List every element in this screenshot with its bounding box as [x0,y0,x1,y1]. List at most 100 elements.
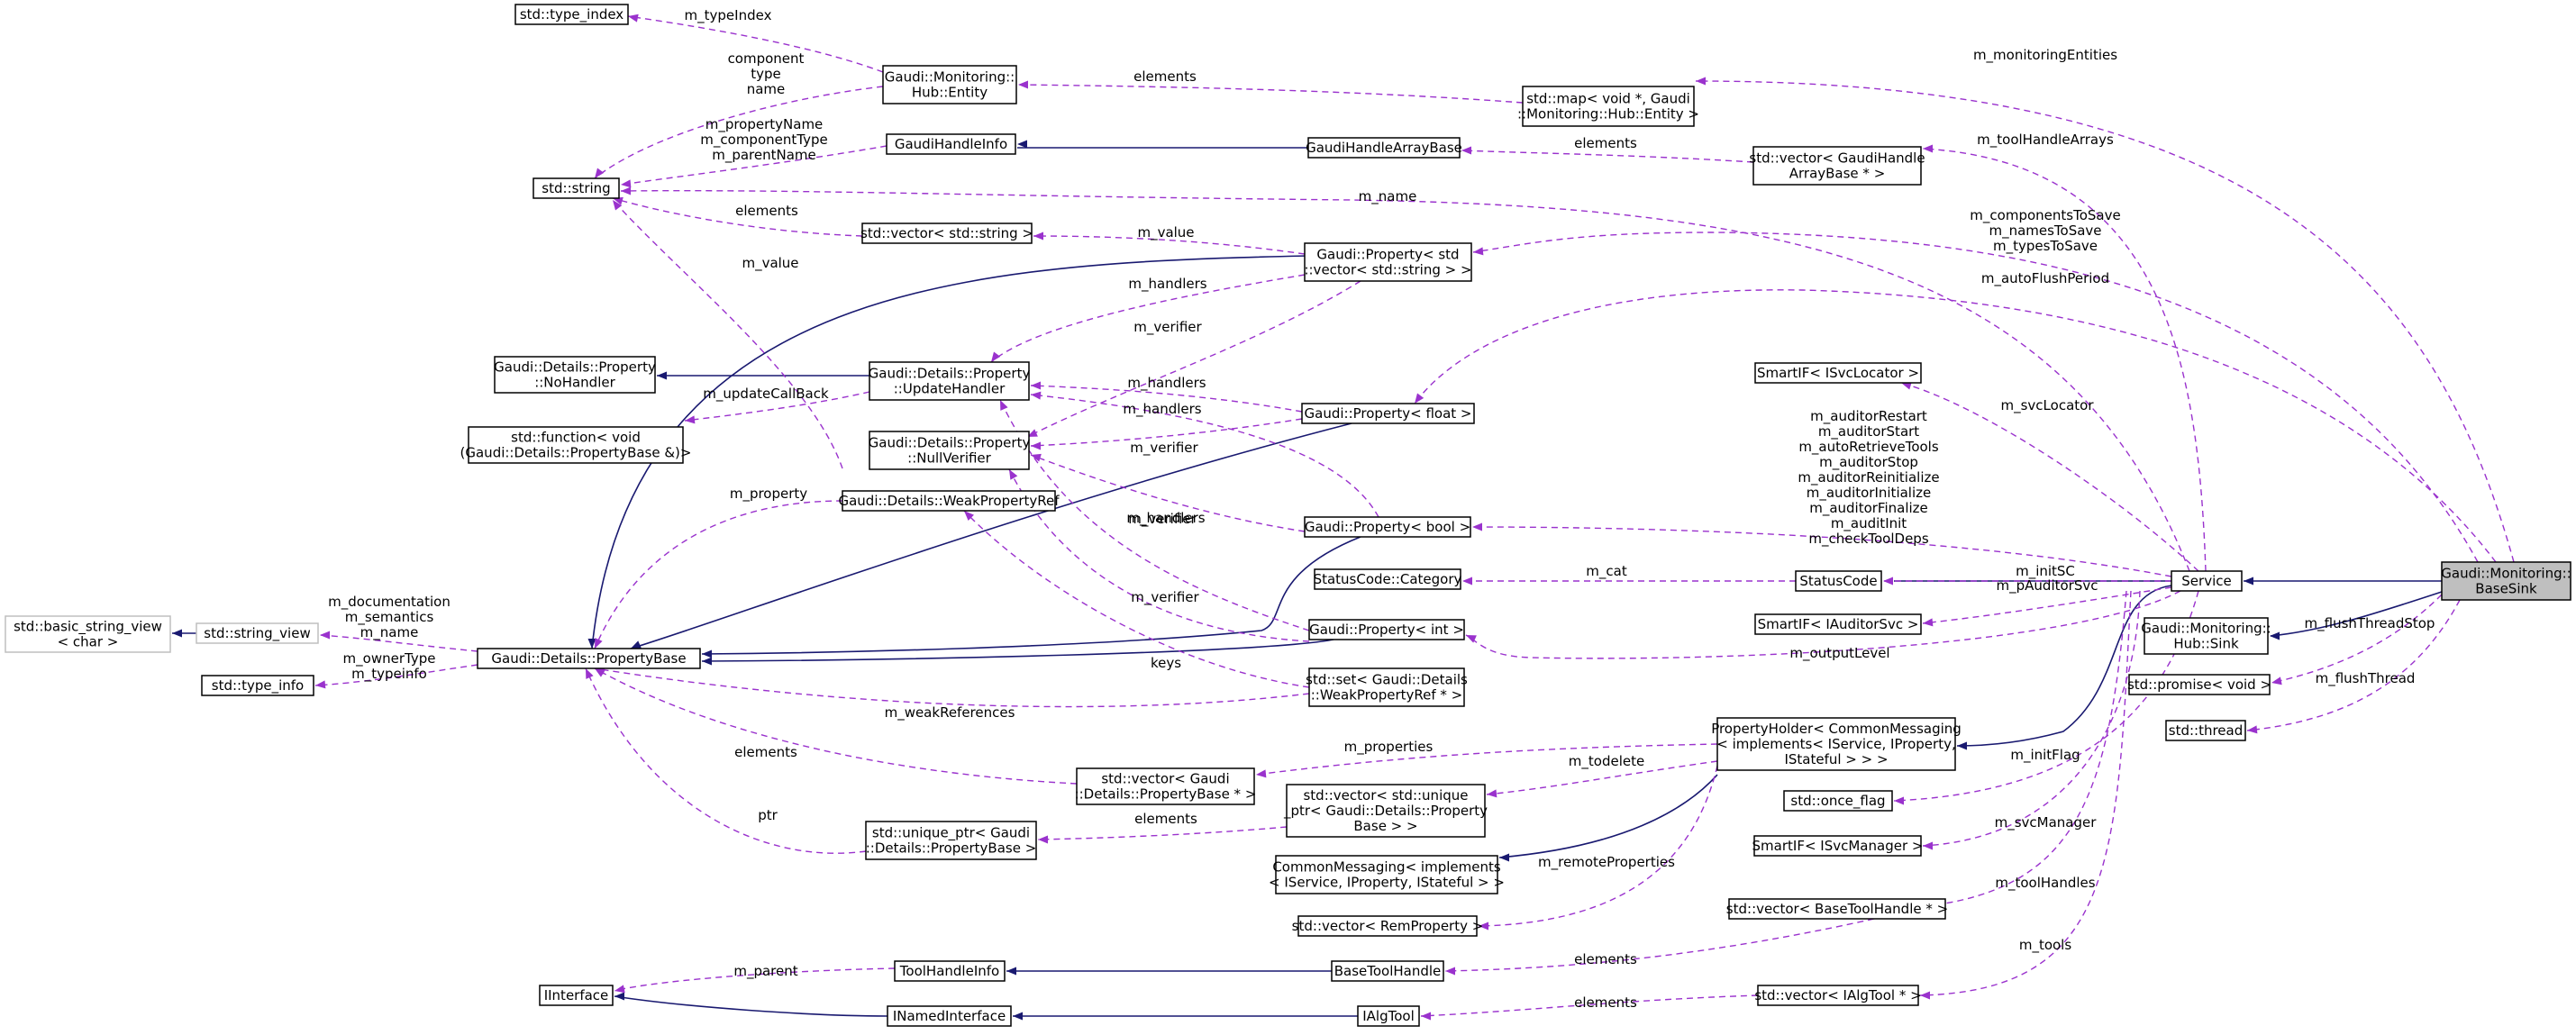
class-node-status-category[interactable]: StatusCode::Category [1314,568,1462,590]
inheritance-edge-inheritance-5 [591,254,1359,649]
class-node-handle-array-base[interactable]: GaudiHandleArrayBase [1306,137,1462,159]
edge-label-m-toolHandles: m_toolHandles [1995,875,2095,892]
class-node-vec-handle-array[interactable]: std::vector< GaudiHandleArrayBase * > [1749,146,1925,186]
class-node-std-function[interactable]: std::function< void(Gaudi::Details::Prop… [460,426,692,464]
class-node-vec-string[interactable]: std::vector< std::string > [860,222,1033,244]
class-node-map[interactable]: std::map< void *, Gaudi::Monitoring::Hub… [1517,86,1699,127]
class-node-base-sink[interactable]: Gaudi::Monitoring::BaseSink [2441,561,2571,601]
usage-edge-m-svcManager [1922,590,2141,847]
usage-edge-elements-unique [1037,826,1288,840]
node-label: CommonMessaging< implements [1272,859,1501,876]
node-box [1297,915,1478,937]
class-node-hub-sink[interactable]: Gaudi::Monitoring::Hub::Sink [2141,617,2271,655]
edge-label-auditor-flags: m_auditorRestart [1810,408,1927,425]
class-node-tool-handle-info[interactable]: ToolHandleInfo [894,960,1006,982]
usage-arrowhead-m-handlers-4 [1000,400,1008,411]
node-label: ::NoHandler [534,375,615,391]
class-node-property-holder[interactable]: PropertyHolder< CommonMessaging< impleme… [1711,717,1962,771]
node-label: ::Details::PropertyBase > [866,840,1037,857]
class-node-service[interactable]: Service [2171,570,2243,592]
class-node-handle-info[interactable]: GaudiHandleInfo [886,133,1016,155]
class-node-update-handler[interactable]: Gaudi::Details::Property::UpdateHandler [869,361,1031,401]
class-node-null-verifier[interactable]: Gaudi::Details::Property::NullVerifier [869,431,1031,470]
edge-label-auditor-flags: m_auditorFinalize [1809,500,1928,517]
node-box [2128,674,2271,695]
class-node-vec-unique[interactable]: std::vector< std::unique_ptr< Gaudi::Det… [1283,784,1488,838]
class-node-prop-vec-string[interactable]: Gaudi::Property< std::vector< std::strin… [1304,242,1472,282]
usage-arrowhead-m-typeIndex [628,14,639,23]
inheritance-edge-inheritance-10 [1498,774,1718,858]
edge-label-entity-strings: type [751,66,781,82]
usage-edge-keys [963,510,1310,688]
usage-edge-string-view-names [319,634,478,652]
edge-label-m-initFlag: m_initFlag [2010,747,2080,764]
class-node-base-tool-handle[interactable]: BaseToolHandle [1331,960,1444,982]
class-node-iinterface[interactable]: IInterface [539,985,614,1006]
class-node-weak-ref[interactable]: Gaudi::Details::WeakPropertyRef [838,490,1060,512]
class-node-vec-tool-handle[interactable]: std::vector< BaseToolHandle * > [1726,898,1948,920]
usage-arrowhead-m-verifier-1 [1027,429,1038,437]
class-node-smartif-manager[interactable]: SmartIF< ISvcManager > [1752,835,1924,857]
edge-label-elements-vec-prop: elements [734,744,797,760]
usage-arrowhead-m-updateCallBack [685,415,696,424]
edges-layer [172,14,2515,1021]
class-node-unique-ptr[interactable]: std::unique_ptr< Gaudi::Details::Propert… [865,821,1037,860]
class-node-string-view[interactable]: std::string_view [196,622,319,644]
class-node-prop-int[interactable]: Gaudi::Property< int > [1308,619,1465,640]
class-node-property-base[interactable]: Gaudi::Details::PropertyBase [477,648,701,669]
class-node-vec-ialgtool[interactable]: std::vector< IAlgTool * > [1754,985,1922,1006]
node-label: std::vector< BaseToolHandle * > [1726,901,1948,917]
edge-label-string-view-names: m_name [360,624,419,641]
node-label: std::basic_string_view [14,619,162,636]
class-node-no-handler[interactable]: Gaudi::Details::Property::NoHandler [494,356,656,394]
edge-label-m-initSC: m_initSC [2016,563,2075,580]
class-node-smartif-locator[interactable]: SmartIF< ISvcLocator > [1754,362,1922,384]
class-node-common-messaging[interactable]: CommonMessaging< implements< IService, I… [1269,855,1505,894]
class-node-promise[interactable]: std::promise< void > [2127,674,2271,695]
edge-label-m-monitoringEntities: m_monitoringEntities [1973,47,2117,64]
node-box [468,426,684,464]
usage-arrowhead-m-pAuditorSvc [1923,618,1934,627]
class-node-string[interactable]: std::string [532,177,620,199]
node-box [201,675,314,696]
class-node-hub-entity[interactable]: Gaudi::Monitoring::Hub::Entity [882,65,1017,104]
usage-edge-handle-names [620,145,887,186]
class-node-inamed[interactable]: INamedInterface [887,1005,1012,1027]
class-node-prop-bool[interactable]: Gaudi::Property< bool > [1304,516,1471,538]
usage-edge-elements-algtool [1420,994,1759,1017]
node-box [2171,570,2243,592]
usage-edge-m-pAuditorSvc [1922,586,2172,624]
node-box [1314,568,1461,590]
node-label: ::WeakPropertyRef * > [1311,687,1463,704]
class-node-thread[interactable]: std::thread [2165,720,2246,741]
class-node-smartif-auditor[interactable]: SmartIF< IAuditorSvc > [1754,613,1922,635]
node-label: std::thread [2169,722,2244,739]
edge-label-handle-names: m_componentType [700,132,827,149]
class-node-vec-rem[interactable]: std::vector< RemProperty > [1292,915,1484,937]
node-label: Hub::Sink [2173,636,2239,652]
class-node-type-index[interactable]: std::type_index [514,4,629,25]
node-label: Service [2181,573,2231,589]
usage-edge-m-updateCallBack [684,391,870,422]
usage-arrowhead-handle-names [621,179,632,188]
edge-label-auditor-flags: m_auditorStart [1818,423,1919,440]
class-node-once-flag[interactable]: std::once_flag [1783,790,1893,812]
edge-label-ptr: ptr [758,807,778,823]
node-label: _ptr< Gaudi::Details::Property [1283,803,1488,820]
usage-arrowhead-m-svcManager [1923,841,1933,850]
usage-edge-elements-vec-string [612,197,863,237]
class-node-set-weak[interactable]: std::set< Gaudi::Details::WeakPropertyRe… [1306,667,1468,707]
inheritance-arrowhead-inheritance-7 [702,649,712,658]
class-node-vec-prop-base[interactable]: std::vector< Gaudi::Details::PropertyBas… [1075,767,1257,805]
usage-arrowhead-m-initFlag [1894,796,1904,805]
class-node-ialgtool[interactable]: IAlgTool [1357,1005,1420,1027]
class-node-basic-string-view[interactable]: std::basic_string_view< char > [5,615,171,653]
usage-edge-m-toolHandleArrays [1922,148,2207,572]
class-node-type-info[interactable]: std::type_info [201,675,314,696]
class-node-status-code[interactable]: StatusCode [1795,570,1882,592]
class-node-prop-float[interactable]: Gaudi::Property< float > [1301,403,1475,424]
usage-arrowhead-elements-handle-array [1461,146,1471,155]
edge-label-handle-names: m_propertyName [705,116,824,133]
usage-arrowhead-keys [964,511,974,521]
